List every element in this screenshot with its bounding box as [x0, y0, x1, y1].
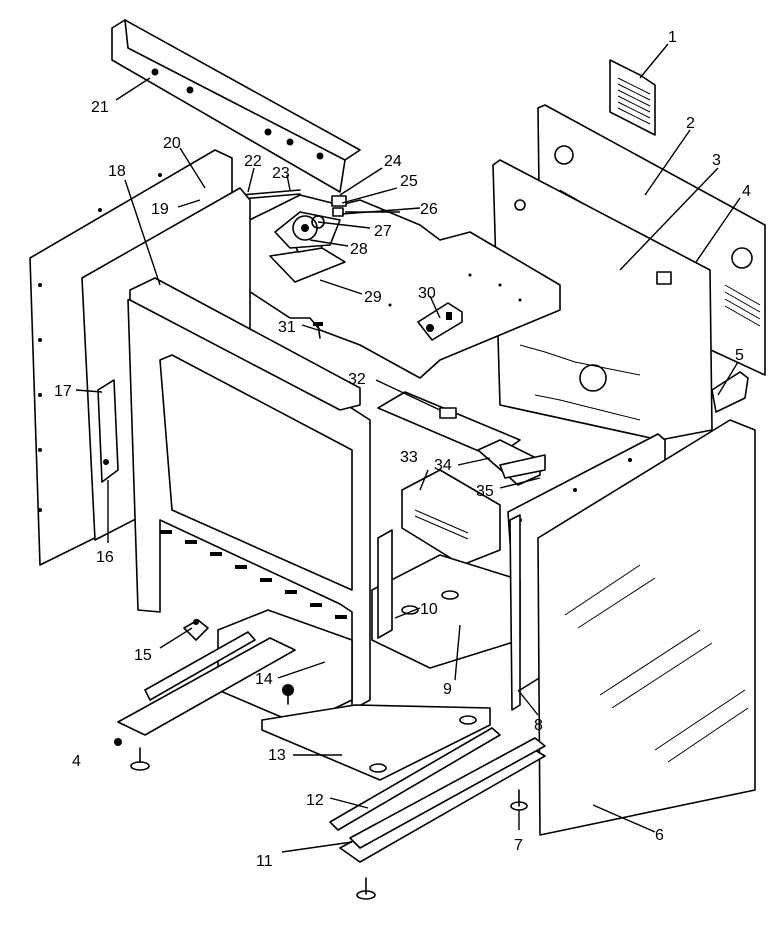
- callout-4a: 4: [742, 183, 751, 200]
- callout-11: 11: [256, 853, 273, 870]
- part-base-rail: [339, 737, 546, 863]
- callout-12: 12: [306, 792, 324, 809]
- part-screw: [313, 322, 323, 339]
- callout-9: 9: [443, 681, 452, 698]
- callout-14: 14: [255, 671, 273, 688]
- callout-30: 30: [418, 285, 436, 302]
- callout-24: 24: [384, 153, 402, 170]
- part-control-panel: [111, 19, 361, 193]
- callout-25: 25: [400, 173, 418, 190]
- callout-28: 28: [350, 241, 368, 258]
- callout-15: 15: [134, 647, 152, 664]
- callout-8: 8: [534, 717, 543, 734]
- callout-32: 32: [348, 371, 366, 388]
- callout-13: 13: [268, 747, 286, 764]
- callout-31: 31: [278, 319, 296, 336]
- part-top-trim-strip: [129, 277, 361, 411]
- callout-5: 5: [735, 347, 744, 364]
- part-lower-plate: [261, 704, 491, 781]
- part-hinge-receiver: [97, 379, 119, 483]
- part-screw-left: [114, 738, 122, 746]
- callout-17: 17: [54, 383, 72, 400]
- callout-29: 29: [364, 289, 382, 306]
- callout-22: 22: [244, 153, 262, 170]
- part-vent-grille: [609, 59, 656, 136]
- part-rear-bracket: [711, 371, 749, 413]
- part-front-base-rail: [329, 727, 501, 831]
- part-leveler-foot-bottom: [356, 877, 376, 900]
- part-blower-assembly: [274, 211, 341, 249]
- part-door-hinge: [377, 529, 393, 639]
- callout-6: 6: [655, 827, 664, 844]
- callout-2: 2: [686, 115, 695, 132]
- callout-20: 20: [163, 135, 181, 152]
- part-inner-back-panel: [492, 159, 713, 441]
- part-leveler-foot-right: [510, 789, 528, 811]
- callout-1: 1: [668, 29, 677, 46]
- callout-27: 27: [374, 223, 392, 240]
- callout-18: 18: [108, 163, 126, 180]
- callout-16: 16: [96, 549, 114, 566]
- callout-35: 35: [476, 483, 494, 500]
- part-door-glass-panel: [537, 419, 756, 836]
- part-oven-bottom: [371, 554, 521, 669]
- part-support-bracket: [477, 439, 546, 486]
- callout-26: 26: [420, 201, 438, 218]
- part-side-trim: [509, 514, 521, 711]
- callout-3: 3: [712, 152, 721, 169]
- callout-23: 23: [272, 165, 290, 182]
- callout-34: 34: [434, 457, 452, 474]
- leader-lines: [75, 43, 741, 853]
- part-left-base-rail: [117, 631, 296, 736]
- callout-10: 10: [420, 601, 438, 618]
- callout-4b: 4: [72, 753, 81, 770]
- part-rear-rail: [377, 391, 521, 459]
- part-junction-box: [417, 302, 463, 341]
- callout-33: 33: [400, 449, 418, 466]
- callout-7: 7: [514, 837, 523, 854]
- callout-21: 21: [91, 99, 109, 116]
- part-leveler-bracket: [183, 619, 209, 641]
- callout-19: 19: [151, 201, 169, 218]
- part-burner-box: [401, 469, 501, 566]
- part-leveler-foot-left: [130, 747, 150, 771]
- callout-labels: 1 2 3 4 4 5 6 7 8 9 10 11 12 13 14 15 16…: [54, 29, 751, 870]
- part-thermostat-clip: [331, 195, 347, 217]
